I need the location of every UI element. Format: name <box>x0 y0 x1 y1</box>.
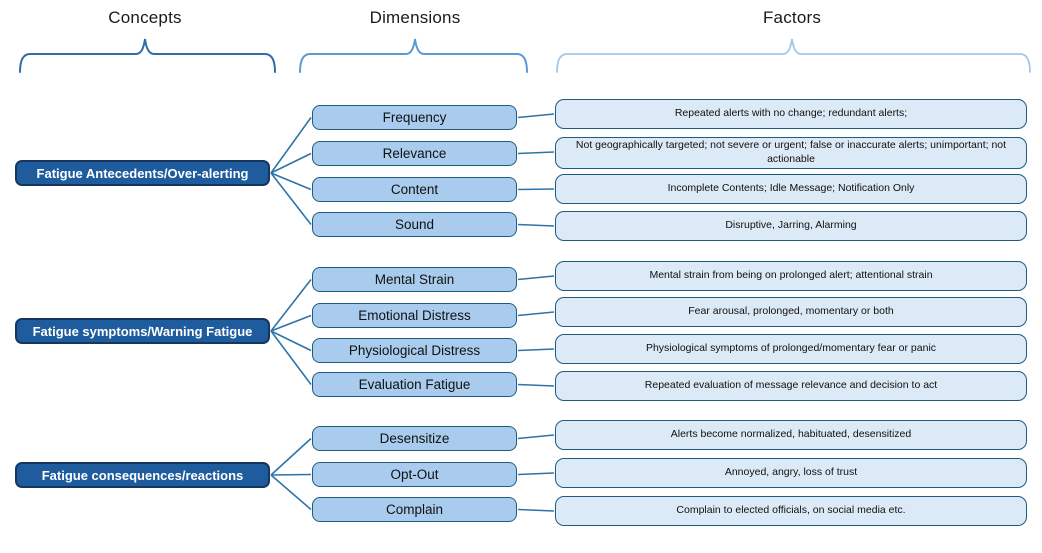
column-header-concepts: Concepts <box>108 8 182 27</box>
connector-lines <box>270 113 555 512</box>
dimensions-brace <box>299 38 528 73</box>
dimension-box-evaluation-fatigue: Evaluation Fatigue <box>312 372 517 397</box>
factor-box-opt-out: Annoyed, angry, loss of trust <box>555 458 1027 488</box>
factor-box-frequency: Repeated alerts with no change; redundan… <box>555 99 1027 129</box>
concept-box-symptoms: Fatigue symptoms/Warning Fatigue <box>15 318 270 344</box>
dimension-box-content: Content <box>312 177 517 202</box>
factor-box-complain: Complain to elected officials, on social… <box>555 496 1027 526</box>
concepts-brace <box>19 38 276 73</box>
factor-box-relevance: Not geographically targeted; not severe … <box>555 137 1027 169</box>
factor-box-mental-strain: Mental strain from being on prolonged al… <box>555 261 1027 291</box>
dimension-box-desensitize: Desensitize <box>312 426 517 451</box>
dimension-box-mental-strain: Mental Strain <box>312 267 517 292</box>
braces <box>19 38 1031 73</box>
factor-box-evaluation-fatigue: Repeated evaluation of message relevance… <box>555 371 1027 401</box>
concept-box-antecedents: Fatigue Antecedents/Over-alerting <box>15 160 270 186</box>
factor-box-desensitize: Alerts become normalized, habituated, de… <box>555 420 1027 450</box>
dimension-box-opt-out: Opt-Out <box>312 462 517 487</box>
dimension-box-complain: Complain <box>312 497 517 522</box>
factor-box-sound: Disruptive, Jarring, Alarming <box>555 211 1027 241</box>
concept-box-consequences: Fatigue consequences/reactions <box>15 462 270 488</box>
factor-box-emotional-distress: Fear arousal, prolonged, momentary or bo… <box>555 297 1027 327</box>
dimension-box-physiological-distress: Physiological Distress <box>312 338 517 363</box>
dimension-box-frequency: Frequency <box>312 105 517 130</box>
dimension-box-relevance: Relevance <box>312 141 517 166</box>
column-header-factors: Factors <box>762 8 822 27</box>
column-header-dimensions: Dimensions <box>369 8 461 27</box>
factors-brace <box>556 38 1031 73</box>
factor-box-content: Incomplete Contents; Idle Message; Notif… <box>555 174 1027 204</box>
factor-box-physiological-distress: Physiological symptoms of prolonged/mome… <box>555 334 1027 364</box>
dimension-box-sound: Sound <box>312 212 517 237</box>
dimension-box-emotional-distress: Emotional Distress <box>312 303 517 328</box>
